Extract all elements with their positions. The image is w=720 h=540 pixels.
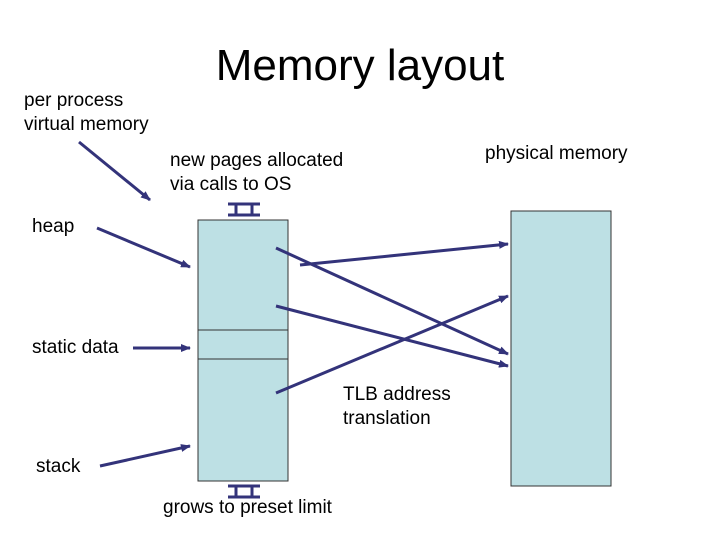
label-static-data: static data <box>32 337 119 358</box>
label-tlb-line-1: TLB address <box>343 384 451 405</box>
virtual-memory-box <box>197 219 289 482</box>
label-heap: heap <box>32 216 75 237</box>
translation-arrow-1 <box>275 246 509 356</box>
label-grows-to-preset-limit: grows to preset limit <box>163 497 332 518</box>
label-new-pages-line-2: via calls to OS <box>170 174 292 195</box>
arrow-per-process <box>78 140 151 202</box>
label-per-process-line-1: per process <box>24 90 124 111</box>
translation-arrow-2 <box>275 304 509 368</box>
label-per-process-virtual-memory: per process virtual memory <box>24 89 149 137</box>
bottom-growth-bracket <box>228 484 260 499</box>
label-physical-memory: physical memory <box>485 143 628 164</box>
top-growth-bracket <box>228 202 260 217</box>
label-per-process-line-2: virtual memory <box>24 114 149 135</box>
translation-arrow-4 <box>275 294 509 395</box>
translation-arrow-3 <box>299 240 509 267</box>
physical-memory-box <box>510 210 612 487</box>
label-new-pages-line-1: new pages allocated <box>170 150 344 171</box>
label-tlb-address-translation: TLB address translation <box>343 383 451 431</box>
page-title: Memory layout <box>215 41 505 90</box>
arrow-stack <box>99 444 191 468</box>
arrow-heap <box>96 226 191 269</box>
label-stack: stack <box>36 456 81 477</box>
label-new-pages-allocated: new pages allocated via calls to OS <box>170 149 343 197</box>
label-tlb-line-2: translation <box>343 408 431 429</box>
